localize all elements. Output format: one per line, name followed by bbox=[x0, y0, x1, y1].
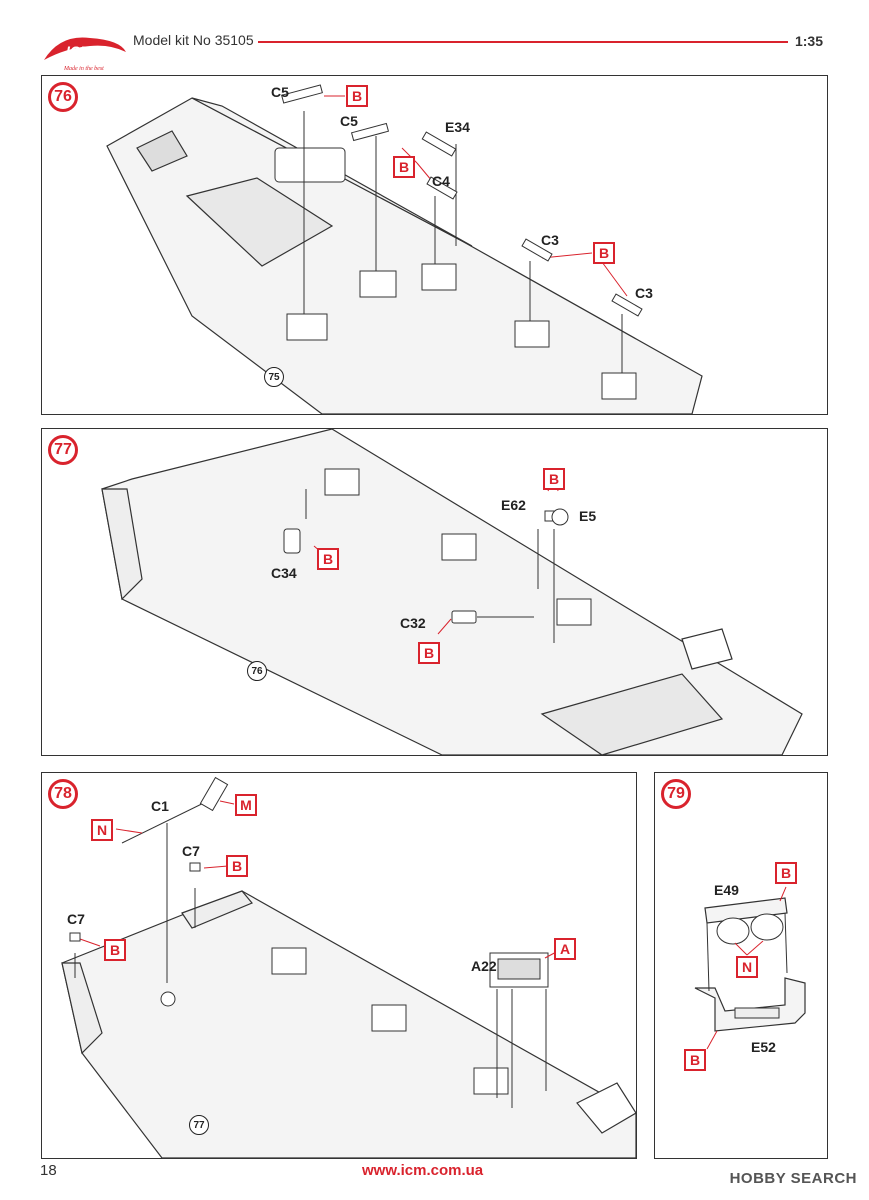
icm-logo: ICM Made in the best bbox=[44, 37, 126, 72]
svg-text:Made in the best: Made in the best bbox=[63, 66, 104, 72]
part-label: C1 bbox=[151, 798, 169, 814]
paint-tag: B bbox=[346, 85, 368, 107]
part-label: E62 bbox=[501, 497, 526, 513]
paint-tag: B bbox=[418, 642, 440, 664]
part-label: E49 bbox=[714, 882, 739, 898]
prior-step-ref: 75 bbox=[264, 367, 284, 387]
part-label: E34 bbox=[445, 119, 470, 135]
part-label: C7 bbox=[67, 911, 85, 927]
step-78-illustration bbox=[61, 776, 636, 1158]
paint-tag: B bbox=[104, 939, 126, 961]
step-77-panel: 77 76 E62 E5 C34 C32 B B B bbox=[41, 428, 828, 756]
part-label: C3 bbox=[541, 232, 559, 248]
prior-step-ref: 76 bbox=[247, 661, 267, 681]
kit-title: Model kit No 35105 bbox=[133, 32, 254, 48]
part-label: C5 bbox=[340, 113, 358, 129]
step-number: 79 bbox=[661, 779, 691, 809]
part-label: E52 bbox=[751, 1039, 776, 1055]
step-number: 78 bbox=[48, 779, 78, 809]
page-number: 18 bbox=[40, 1162, 57, 1179]
step-78-panel: 78 77 C1 C7 C7 A22 M N B B A bbox=[41, 772, 637, 1159]
step-77-illustration bbox=[101, 429, 803, 755]
paint-tag: B bbox=[593, 242, 615, 264]
paint-tag: B bbox=[684, 1049, 706, 1071]
step-number: 76 bbox=[48, 82, 78, 112]
paint-tag: A bbox=[554, 938, 576, 960]
part-label: C5 bbox=[271, 84, 289, 100]
step-number: 77 bbox=[48, 435, 78, 465]
part-label: A22 bbox=[471, 958, 497, 974]
step-76-panel: 76 75 C5 C5 E34 C4 C3 C3 B B B bbox=[41, 75, 828, 415]
part-label: C7 bbox=[182, 843, 200, 859]
paint-tag: N bbox=[736, 956, 758, 978]
paint-tag: B bbox=[393, 156, 415, 178]
paint-tag: N bbox=[91, 819, 113, 841]
svg-text:ICM: ICM bbox=[66, 43, 92, 59]
paint-tag: B bbox=[775, 862, 797, 884]
paint-tag: M bbox=[235, 794, 257, 816]
header-rule bbox=[258, 41, 788, 43]
part-label: E5 bbox=[579, 508, 597, 524]
kit-scale: 1:35 bbox=[794, 33, 823, 49]
watermark: HOBBY SEARCH bbox=[729, 1170, 857, 1187]
paint-tag: B bbox=[317, 548, 339, 570]
prior-step-ref: 77 bbox=[189, 1115, 209, 1135]
part-label: C4 bbox=[432, 173, 450, 189]
part-label: C3 bbox=[635, 285, 653, 301]
step-76-illustration bbox=[106, 84, 703, 414]
paint-tag: B bbox=[226, 855, 248, 877]
step-79-panel: 79 E49 E52 B N B bbox=[654, 772, 828, 1159]
part-label: C32 bbox=[400, 615, 426, 631]
website-url: www.icm.com.ua bbox=[362, 1162, 484, 1179]
paint-tag: B bbox=[543, 468, 565, 490]
step-79-illustration bbox=[694, 886, 806, 1050]
part-label: C34 bbox=[271, 565, 297, 581]
